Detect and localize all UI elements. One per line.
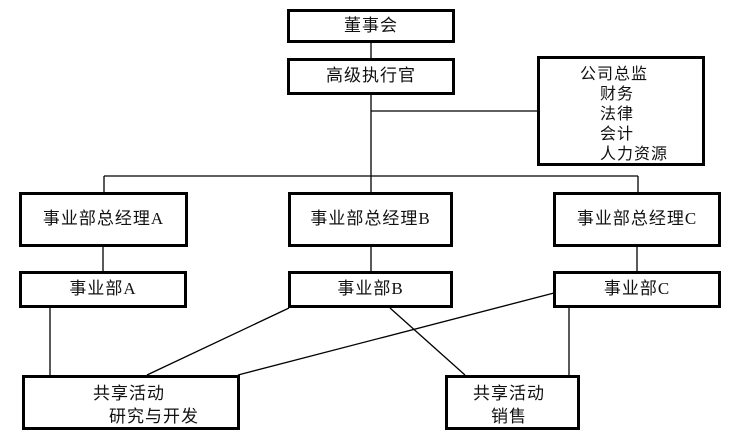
node-division-gm-b-label: 事业部总经理B: [310, 209, 431, 229]
node-division-b: 事业部B: [288, 271, 453, 308]
node-division-c-label: 事业部C: [603, 279, 671, 299]
node-division-gm-a-label: 事业部总经理A: [42, 209, 165, 229]
directors-item-legal: 法律: [600, 106, 635, 123]
node-ceo: 高级执行官: [287, 58, 455, 95]
node-shared-activity-sales: 共享活动 销售: [445, 375, 580, 430]
directors-title: 公司总监: [580, 66, 649, 83]
node-division-a-label: 事业部A: [69, 279, 137, 299]
node-division-gm-c: 事业部总经理C: [553, 192, 721, 247]
node-corporate-directors: 公司总监 财务 法律 会计 人力资源: [537, 56, 705, 166]
node-division-gm-a: 事业部总经理A: [19, 192, 188, 247]
edge-div_c-shared_rd: [237, 292, 555, 376]
node-shared-activity-rd: 共享活动 研究与开发: [22, 375, 240, 430]
edge-div_b-shared_sales: [389, 307, 466, 376]
node-board: 董事会: [287, 9, 455, 43]
edge-div_b-shared_rd: [146, 307, 290, 376]
node-board-label: 董事会: [344, 15, 398, 35]
node-division-gm-b: 事业部总经理B: [288, 192, 453, 247]
directors-item-finance: 财务: [600, 86, 635, 103]
node-ceo-label: 高级执行官: [326, 66, 416, 86]
node-division-gm-c-label: 事业部总经理C: [576, 209, 698, 229]
directors-item-hr: 人力资源: [600, 146, 669, 163]
shared-sales-line1: 共享活动: [473, 384, 545, 403]
shared-rd-line2: 研究与开发: [109, 407, 199, 426]
shared-sales-line2: 销售: [491, 407, 527, 426]
node-division-a: 事业部A: [19, 271, 187, 308]
directors-item-accounting: 会计: [600, 126, 635, 143]
node-division-c: 事业部C: [553, 271, 721, 308]
shared-rd-line1: 共享活动: [93, 384, 165, 403]
node-division-b-label: 事业部B: [337, 279, 404, 299]
